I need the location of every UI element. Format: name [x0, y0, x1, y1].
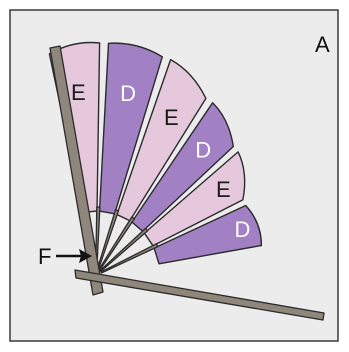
pointer-arrow — [56, 249, 92, 263]
fan-segment-5 — [143, 151, 246, 247]
segment-label-5: E — [216, 177, 231, 202]
panel-label: A — [315, 32, 330, 57]
segment-label-6: D — [234, 217, 250, 242]
fan-segment-2 — [98, 42, 163, 215]
fan-segment-3 — [116, 58, 207, 222]
fan-rib-5 — [100, 243, 159, 274]
segment-label-3: E — [164, 105, 179, 130]
bottom-guard-stick — [74, 269, 325, 321]
segment-label-1: E — [71, 80, 86, 105]
pointer-label: F — [38, 244, 51, 269]
fan-segment-6 — [153, 204, 263, 265]
segment-label-4: D — [195, 138, 211, 163]
left-guard-stick — [49, 45, 104, 296]
fan-rib-4 — [99, 227, 149, 273]
segment-label-2: D — [120, 81, 136, 106]
fan-segment-4 — [131, 102, 234, 232]
